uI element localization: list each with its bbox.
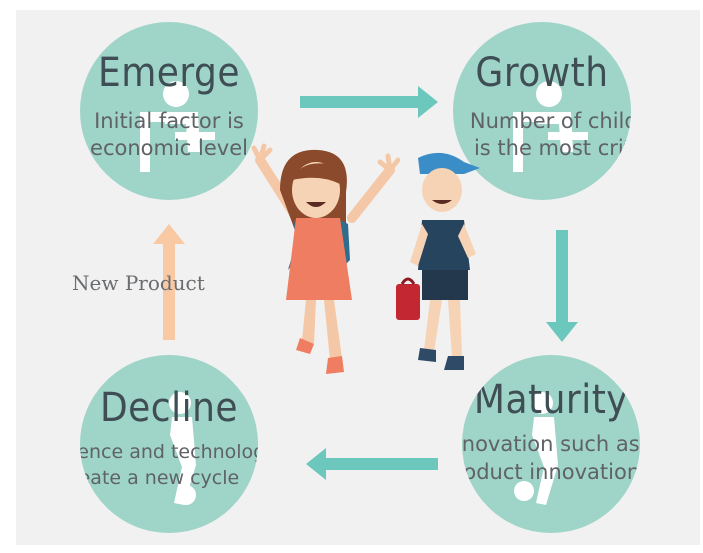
stage-growth: Growth Number of children is the most cr… [453, 22, 631, 200]
arrow-decline-to-emerge [153, 224, 185, 340]
boy-illustration [396, 152, 480, 370]
person-chair-icon [513, 81, 588, 172]
stage-title: Maturity [473, 377, 629, 423]
stage-title: Emerge [97, 50, 241, 96]
arrow-growth-to-maturity [546, 230, 578, 342]
arrow-emerge-to-growth [300, 86, 438, 118]
stage-description-line: Initial factor is [94, 109, 244, 133]
stage-description-line: create a new cycle [80, 467, 240, 489]
stage-description-line: Number of children [469, 109, 631, 133]
stage-description-line: is the most critical [473, 136, 631, 160]
stage-title: Decline [99, 385, 239, 431]
stage-description-line: economic level [90, 136, 248, 160]
girl-illustration [251, 143, 400, 374]
person-chair-icon [140, 81, 215, 172]
stage-emerge: Emerge Initial factor is economic level [80, 22, 258, 200]
person-kicking-ball-icon [514, 392, 558, 505]
arrow-maturity-to-decline [306, 448, 438, 480]
stage-decline: Decline Science and technology create a … [80, 355, 258, 533]
stage-description-line: product innovation [462, 460, 640, 484]
person-kicking-ball-icon [169, 392, 196, 505]
stage-description-line: Innovation such as [462, 432, 640, 456]
edge-label-new-product: New Product [72, 271, 205, 295]
stage-description-line: Science and technology [80, 441, 258, 463]
stage-title: Growth [475, 50, 609, 96]
stage-maturity: Maturity Innovation such as product inno… [462, 355, 640, 533]
